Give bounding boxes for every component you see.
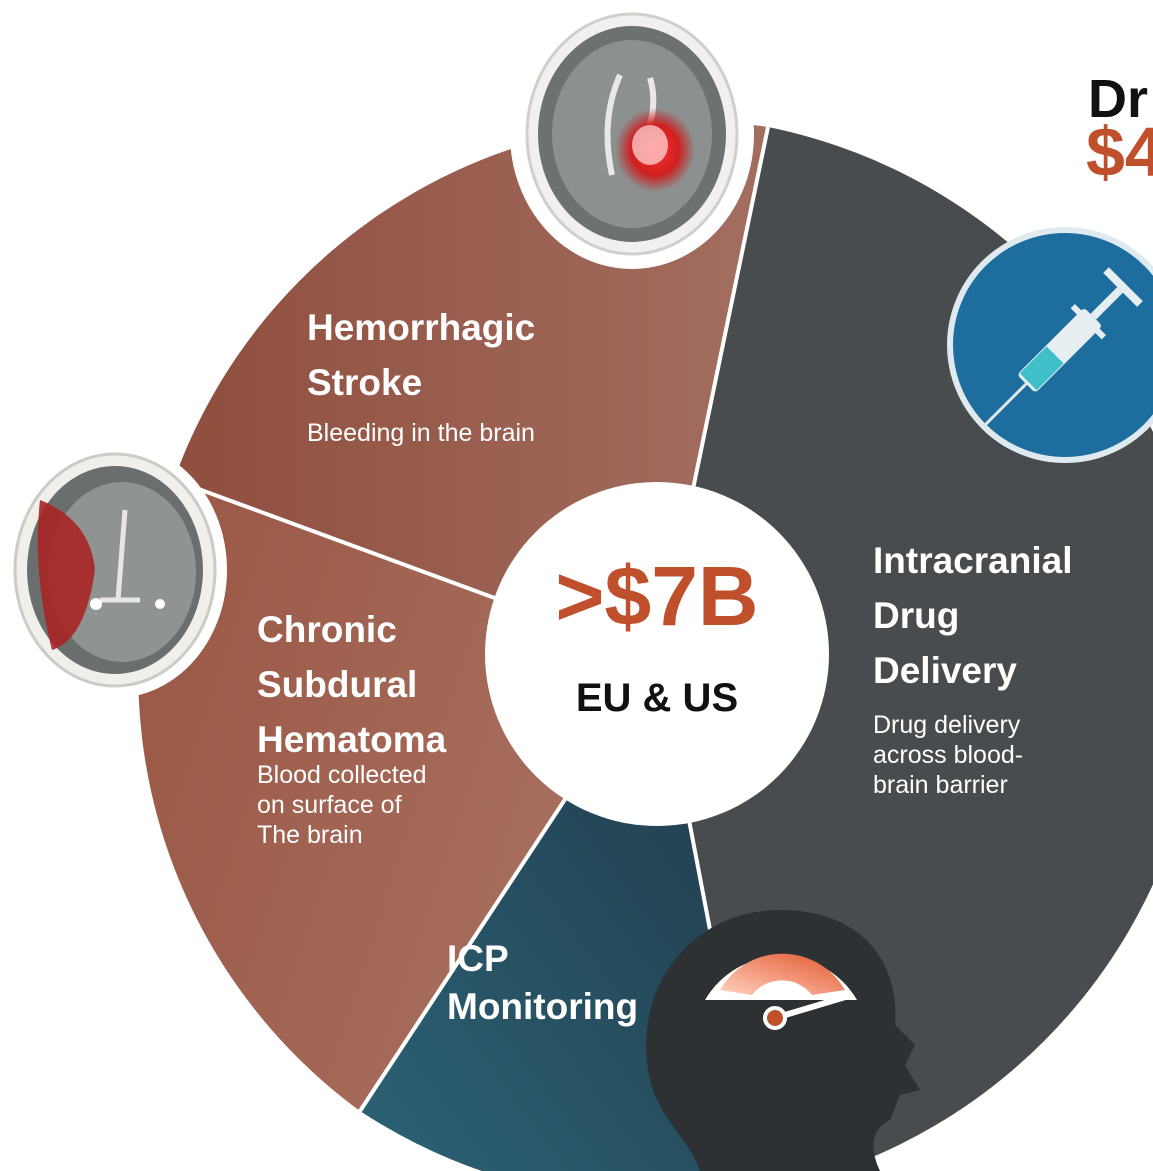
hemorrhagic-stroke-description: Bleeding in the brain xyxy=(307,419,535,447)
brain-ct-scan-icon xyxy=(3,442,227,698)
center-circle xyxy=(485,482,829,826)
hemorrhagic-stroke-title: Hemorrhagic Stroke xyxy=(307,307,536,403)
subdural-hematoma-description: Blood collected on surface of The brain xyxy=(257,761,427,849)
drug-delivery-description: Drug delivery across blood- brain barrie… xyxy=(873,711,1024,799)
icp-monitoring-title: ICP Monitoring xyxy=(447,938,639,1027)
brain-ct-scan-icon xyxy=(510,0,754,269)
corner-value: $4 xyxy=(1086,113,1153,191)
drug-delivery-title: Intracranial Drug Delivery xyxy=(873,540,1073,691)
pressure-gauge-head-icon xyxy=(646,910,920,1171)
center-region: EU & US xyxy=(575,676,739,720)
subdural-hematoma-title: Chronic Subdural Hematoma xyxy=(257,609,447,760)
center-value: >$7B xyxy=(555,549,759,643)
syringe-icon xyxy=(947,227,1153,463)
corner-title: Dr xyxy=(1088,69,1149,129)
